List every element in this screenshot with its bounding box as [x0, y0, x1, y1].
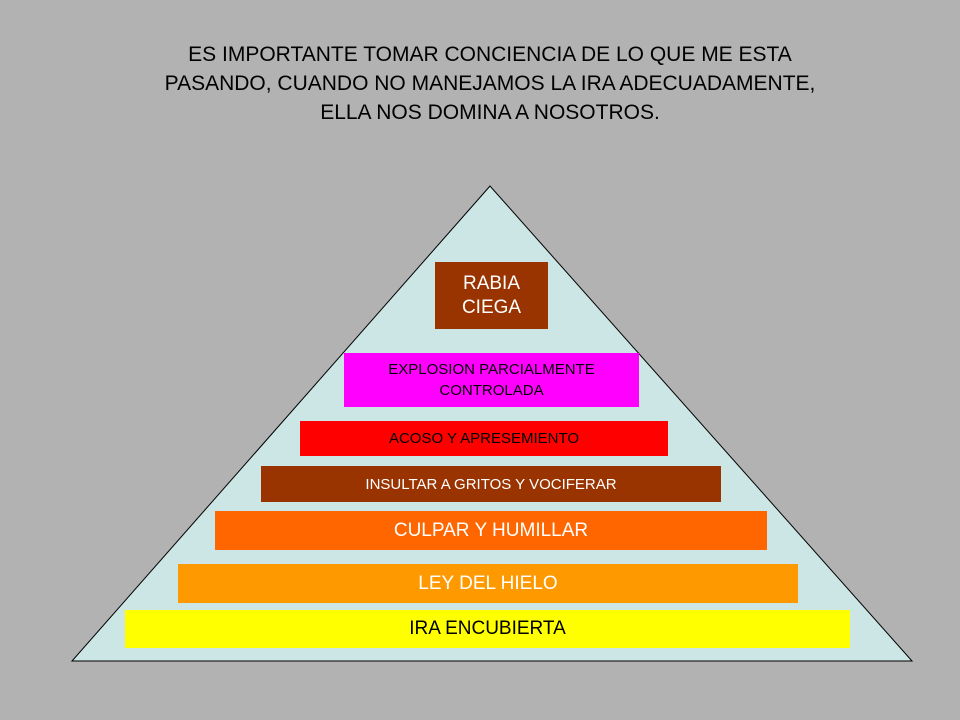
- level-acoso-y-apresemiento: ACOSO Y APRESEMIENTO: [300, 421, 668, 456]
- level-label-line-2: CIEGA: [461, 296, 522, 318]
- level-label: LEY DEL HIELO: [418, 572, 558, 594]
- level-explosion-parcialmente-controlada: EXPLOSION PARCIALMENTE CONTROLADA: [344, 353, 639, 407]
- level-label-line-1: RABIA: [462, 272, 521, 294]
- level-label: INSULTAR A GRITOS Y VOCIFERAR: [365, 475, 617, 493]
- level-insultar-a-gritos: INSULTAR A GRITOS Y VOCIFERAR: [261, 466, 721, 502]
- level-ley-del-hielo: LEY DEL HIELO: [178, 564, 798, 603]
- level-culpar-y-humillar: CULPAR Y HUMILLAR: [215, 511, 767, 550]
- heading: ES IMPORTANTE TOMAR CONCIENCIA DE LO QUE…: [90, 40, 890, 127]
- heading-line-2: PASANDO, CUANDO NO MANEJAMOS LA IRA ADEC…: [164, 72, 816, 95]
- level-ira-encubierta: IRA ENCUBIERTA: [125, 610, 850, 648]
- level-label-line-1: EXPLOSION PARCIALMENTE: [388, 361, 595, 378]
- level-label: IRA ENCUBIERTA: [409, 618, 566, 639]
- heading-line-3: ELLA NOS DOMINA A NOSOTROS.: [320, 101, 660, 124]
- level-label-line-2: CONTROLADA: [439, 382, 544, 399]
- level-label: CULPAR Y HUMILLAR: [393, 519, 589, 541]
- level-label: ACOSO Y APRESEMIENTO: [388, 430, 580, 447]
- level-rabia-ciega: RABIA CIEGA: [435, 262, 548, 329]
- heading-line-1: ES IMPORTANTE TOMAR CONCIENCIA DE LO QUE…: [188, 43, 792, 66]
